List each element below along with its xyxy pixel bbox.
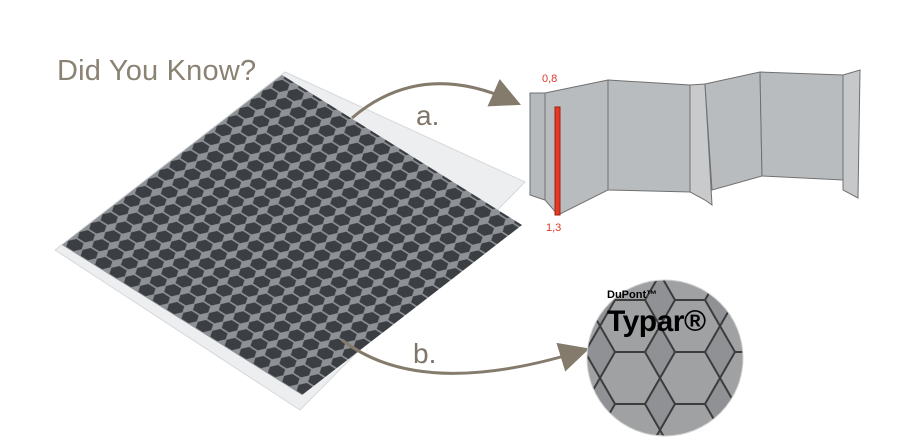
typar-fabric-closeup: [587, 280, 743, 436]
label-a: a.: [416, 100, 440, 131]
honeycomb-mat: [62, 74, 523, 395]
page-title: Did You Know?: [57, 55, 257, 87]
dimension-bottom: 1,3: [546, 222, 562, 234]
logo-product: Typar®: [607, 305, 706, 338]
typar-logo: DuPont™ Typar®: [607, 288, 706, 340]
arrow-a: [351, 78, 521, 120]
arrow-b: [341, 338, 590, 375]
cell-wall-diagram: [529, 69, 861, 216]
dimension-top: 0,8: [542, 73, 558, 85]
label-b: b.: [413, 338, 437, 369]
logo-brand: DuPont™: [607, 289, 658, 301]
